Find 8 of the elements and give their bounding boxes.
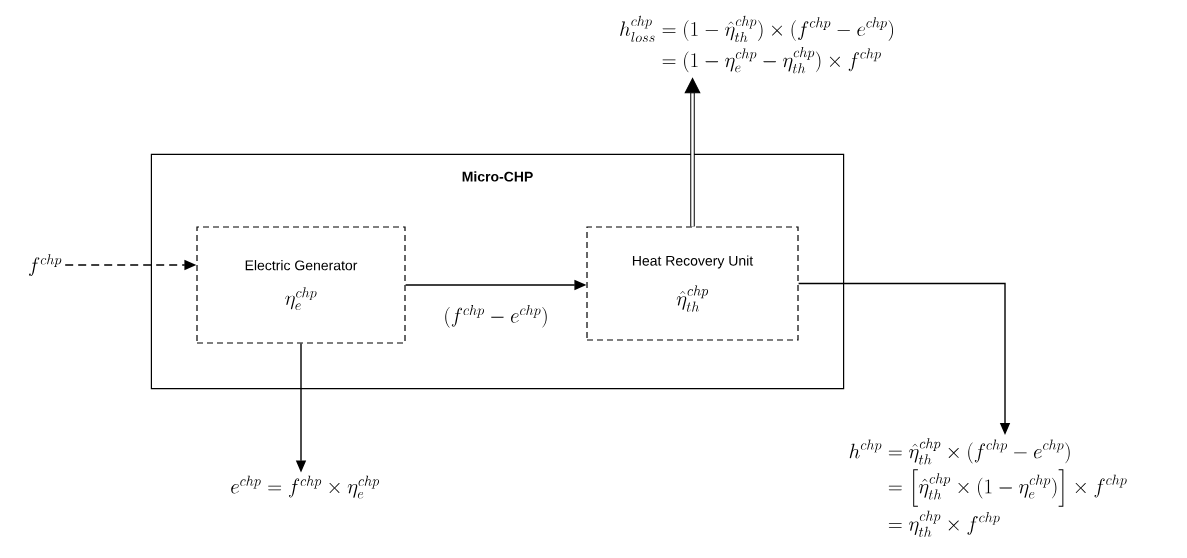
component-box: Electric Generator $\eta_e^{chp}$ bbox=[196, 226, 406, 344]
formula: $e^{chp} = f^{chp}\times\eta_e^{chp}$ bbox=[231, 475, 380, 499]
component-box: Heat Recovery Unit $\hat{\eta}_{th}^{chp}$ bbox=[586, 226, 799, 341]
arrow bbox=[684, 77, 701, 227]
formula: $f^{chp}$ bbox=[29, 254, 62, 276]
formula: $\begin{aligned} h_{loss}^{chp} &= (1-\hat{\eta}_{th}^{chp})\times(f^{chp}-e^{chp}) \\ &= (1-\eta_e^{chp}-\eta_{th}^{chp})\times f^{chp} \end{aligned}$ bbox=[620, 15, 894, 74]
formula: $\begin{aligned} h^{chp} &= \hat{\eta}_{th}^{chp}\times(f^{chp}-e^{chp}) \\ &= \left[\hat{\eta}_{th}^{chp}\times(1-\eta_e^{chp})\right]\times f^{chp} \\ &= \eta_{th}^{chp}\times f^{chp} \end{aligned}$ bbox=[849, 438, 1127, 537]
edge-label: $(f^{chp}-e^{chp})$ bbox=[445, 304, 547, 328]
